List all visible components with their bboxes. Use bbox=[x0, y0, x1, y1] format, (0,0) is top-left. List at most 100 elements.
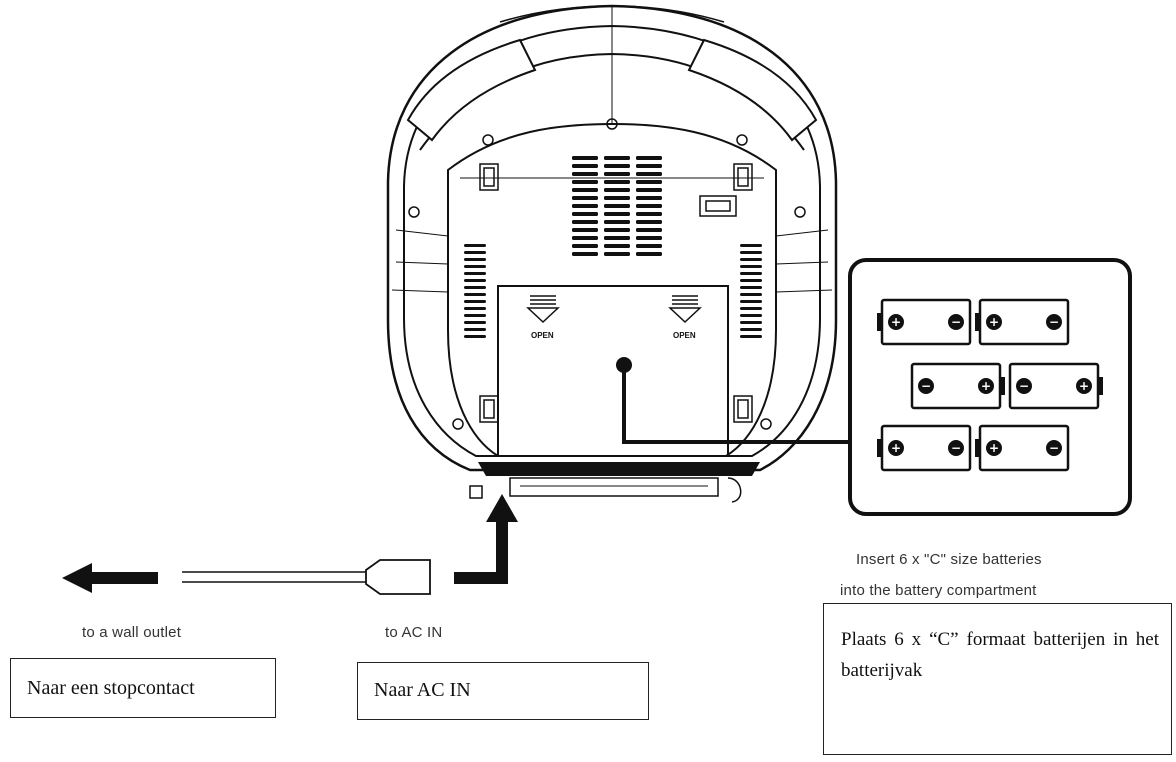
minus-terminal-icon bbox=[918, 378, 934, 394]
vent-slot bbox=[464, 321, 486, 324]
plus-terminal-icon bbox=[986, 440, 1002, 456]
battery-layout: +−+−−+−++−+− bbox=[877, 298, 1103, 472]
vent-slot bbox=[572, 180, 598, 184]
vent-slot bbox=[740, 300, 762, 303]
vent-slot bbox=[636, 220, 662, 224]
vent-slot bbox=[636, 228, 662, 232]
polarity-sign: − bbox=[951, 315, 961, 329]
polarity-sign: + bbox=[891, 441, 901, 455]
vent-slot bbox=[572, 172, 598, 176]
battery-instruction-line2: into the battery compartment bbox=[840, 582, 1037, 599]
polarity-sign: + bbox=[981, 379, 991, 393]
handle-right bbox=[687, 38, 818, 142]
battery-door bbox=[497, 285, 729, 457]
screws bbox=[408, 118, 806, 430]
translation-ac-in-text: Naar AC IN bbox=[374, 679, 471, 701]
wall-outlet-arrow bbox=[62, 563, 158, 593]
vent-slot bbox=[464, 265, 486, 268]
plus-terminal-icon bbox=[1076, 378, 1092, 394]
vent-slot bbox=[636, 236, 662, 240]
translation-battery-text: Plaats 6 x “C” formaat batterijen in het… bbox=[841, 629, 1159, 681]
polarity-sign: − bbox=[921, 379, 931, 393]
vent-slot bbox=[740, 244, 762, 247]
vent-slot bbox=[604, 252, 630, 256]
translation-wall-outlet-text: Naar een stopcontact bbox=[27, 677, 195, 699]
vent-slot bbox=[572, 252, 598, 256]
vent-slot bbox=[464, 251, 486, 254]
polarity-sign: − bbox=[1049, 315, 1059, 329]
vent-slot bbox=[572, 228, 598, 232]
battery: −+ bbox=[910, 362, 1005, 410]
vent-slot bbox=[636, 244, 662, 248]
minus-terminal-icon bbox=[1046, 314, 1062, 330]
battery-instruction-line1: Insert 6 x "C" size batteries bbox=[856, 551, 1042, 568]
plus-terminal-icon bbox=[978, 378, 994, 394]
cord-plug bbox=[365, 559, 431, 595]
vent-slot bbox=[604, 156, 630, 160]
polarity-sign: − bbox=[1019, 379, 1029, 393]
battery-pointer bbox=[616, 357, 850, 444]
vent-slot bbox=[464, 244, 486, 247]
vent-slot bbox=[740, 279, 762, 282]
vent-slot bbox=[572, 244, 598, 248]
vent-slot bbox=[740, 293, 762, 296]
plus-terminal-icon bbox=[986, 314, 1002, 330]
vent-slot bbox=[636, 252, 662, 256]
polarity-sign: + bbox=[989, 315, 999, 329]
vent-slot bbox=[604, 244, 630, 248]
vent-slot bbox=[464, 328, 486, 331]
vent-slot bbox=[604, 212, 630, 216]
open-mark-left bbox=[526, 295, 560, 324]
vent-slot bbox=[604, 172, 630, 176]
vent-slot bbox=[636, 180, 662, 184]
cd-player-back: OPEN OPEN bbox=[386, 4, 838, 503]
vent-slot bbox=[464, 300, 486, 303]
translation-wall-outlet: Naar een stopcontact bbox=[10, 658, 276, 718]
vent-slot bbox=[572, 188, 598, 192]
vent-slot bbox=[572, 236, 598, 240]
battery-terminal bbox=[877, 439, 883, 457]
vent-slot bbox=[604, 188, 630, 192]
vent-slot bbox=[740, 307, 762, 310]
minus-terminal-icon bbox=[948, 440, 964, 456]
vent-slot bbox=[572, 156, 598, 160]
open-mark-right bbox=[668, 295, 702, 324]
wall-outlet-label: to a wall outlet bbox=[82, 624, 182, 641]
handle-left bbox=[406, 38, 537, 142]
vent-slot bbox=[604, 180, 630, 184]
vent-slot bbox=[464, 286, 486, 289]
vent-slot bbox=[740, 328, 762, 331]
central-vent bbox=[572, 156, 662, 256]
battery-terminal bbox=[975, 313, 981, 331]
side-vent-left bbox=[464, 244, 486, 338]
vent-slot bbox=[740, 286, 762, 289]
vent-slot bbox=[572, 164, 598, 168]
battery: −+ bbox=[1008, 362, 1103, 410]
vent-slot bbox=[740, 272, 762, 275]
battery: +− bbox=[975, 424, 1070, 472]
battery-terminal bbox=[999, 377, 1005, 395]
battery-terminal bbox=[1097, 377, 1103, 395]
vent-slot bbox=[464, 258, 486, 261]
translation-ac-in: Naar AC IN bbox=[357, 662, 649, 720]
vent-slot bbox=[572, 212, 598, 216]
vent-slot bbox=[464, 335, 486, 338]
vent-slot bbox=[464, 279, 486, 282]
vent-slot bbox=[572, 196, 598, 200]
vent-slot bbox=[604, 204, 630, 208]
vent-slot bbox=[740, 251, 762, 254]
clips bbox=[479, 163, 753, 423]
polarity-sign: − bbox=[1049, 441, 1059, 455]
vent-slot bbox=[464, 272, 486, 275]
vent-slot bbox=[604, 196, 630, 200]
vent-slot bbox=[604, 164, 630, 168]
open-label-left: OPEN bbox=[531, 331, 554, 340]
polarity-sign: + bbox=[891, 315, 901, 329]
battery: +− bbox=[877, 298, 972, 346]
vent-slot bbox=[636, 164, 662, 168]
polarity-sign: + bbox=[989, 441, 999, 455]
battery-inset-frame bbox=[848, 258, 1132, 516]
minus-terminal-icon bbox=[1016, 378, 1032, 394]
device-rear-plate bbox=[447, 122, 777, 457]
